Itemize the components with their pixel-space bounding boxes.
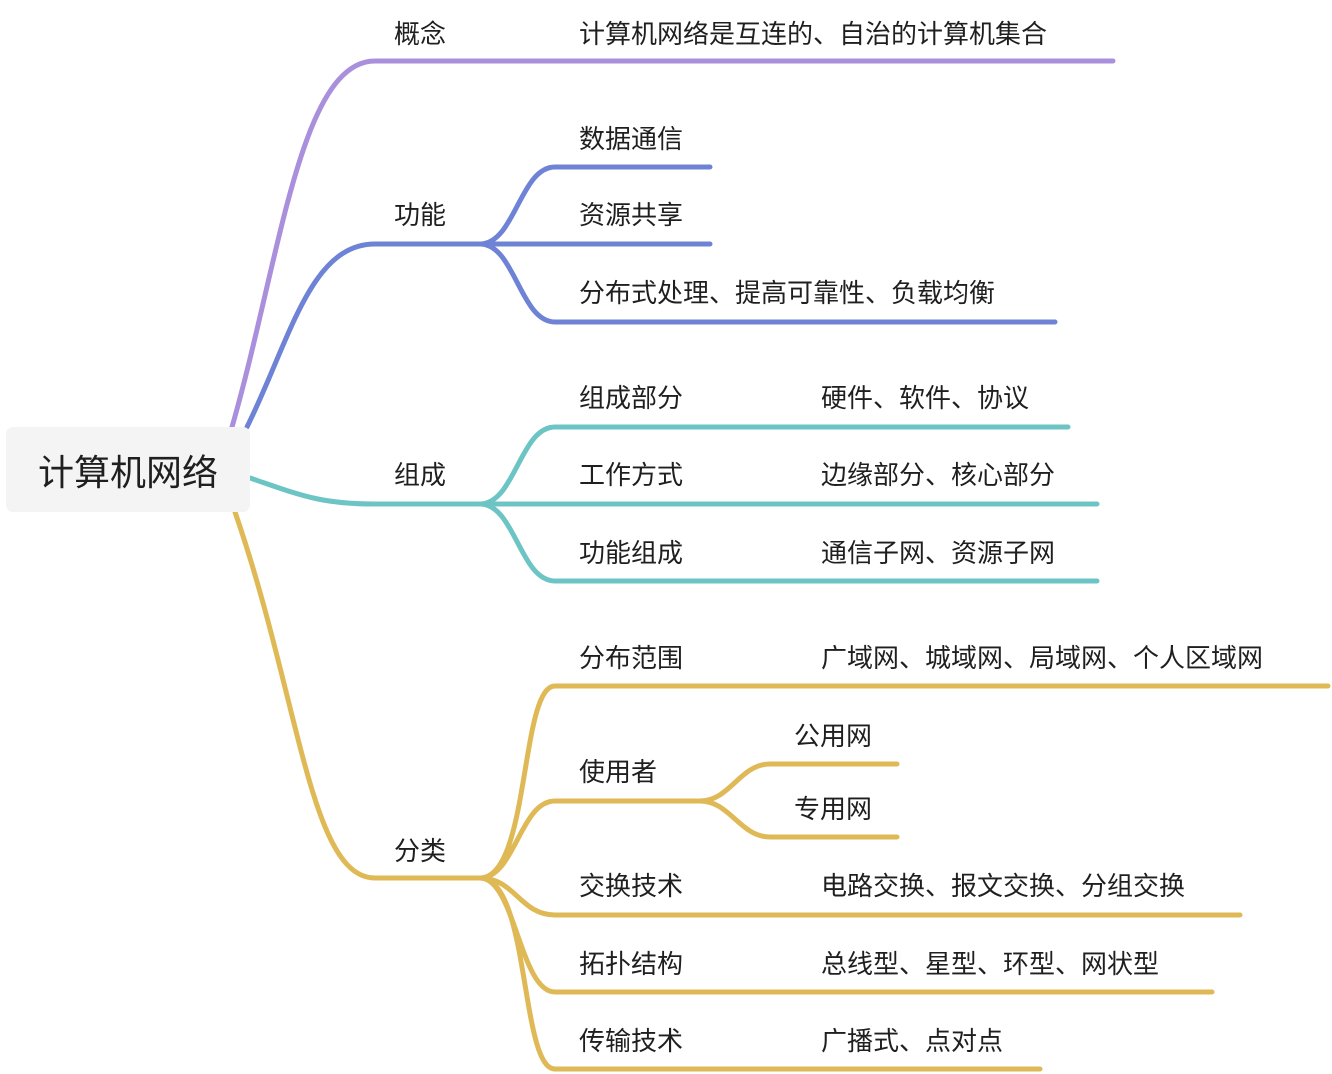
root-node[interactable] bbox=[6, 427, 250, 512]
connector-composition bbox=[247, 475, 483, 507]
classification-item-detail[interactable]: 总线型、星型、环型、网状型 bbox=[821, 950, 1160, 980]
root-node-label: 计算机网络 bbox=[37, 452, 218, 494]
concept-detail[interactable]: 计算机网络是互连的、自治的计算机集合 bbox=[579, 20, 1048, 50]
connector-classification-item-2 bbox=[477, 798, 703, 881]
function-item[interactable]: 数据通信 bbox=[579, 125, 684, 155]
classification-item-label[interactable]: 拓扑结构 bbox=[579, 950, 684, 980]
connector-user-child-1 bbox=[697, 761, 900, 804]
function-item[interactable]: 分布式处理、提高可靠性、负载均衡 bbox=[579, 279, 996, 309]
branch-composition-label[interactable]: 组成 bbox=[394, 461, 447, 491]
branch-concept-label[interactable]: 概念 bbox=[394, 20, 447, 50]
composition-item-detail[interactable]: 硬件、软件、协议 bbox=[821, 384, 1030, 414]
classification-item-detail[interactable]: 广域网、城域网、局域网、个人区域网 bbox=[821, 644, 1264, 674]
function-item[interactable]: 资源共享 bbox=[579, 201, 684, 231]
connector-concept bbox=[229, 58, 1116, 430]
classification-item-label[interactable]: 使用者 bbox=[579, 758, 658, 788]
user-child-item[interactable]: 公用网 bbox=[794, 722, 873, 752]
branch-classification-label[interactable]: 分类 bbox=[394, 837, 447, 867]
connector-function-item-3 bbox=[477, 241, 1058, 325]
composition-item-label[interactable]: 功能组成 bbox=[579, 539, 684, 569]
connector-user-child-2 bbox=[697, 798, 900, 840]
connector-classification-item-5 bbox=[477, 875, 1043, 1072]
classification-item-label[interactable]: 分布范围 bbox=[579, 644, 684, 674]
classification-item-label[interactable]: 交换技术 bbox=[579, 872, 684, 902]
branch-function-label[interactable]: 功能 bbox=[394, 201, 447, 231]
classification-item-detail[interactable]: 电路交换、报文交换、分组交换 bbox=[821, 872, 1186, 902]
composition-item-detail[interactable]: 通信子网、资源子网 bbox=[821, 539, 1056, 569]
classification-item-label[interactable]: 传输技术 bbox=[579, 1027, 684, 1057]
connector-function-item-1 bbox=[477, 164, 713, 247]
composition-item-label[interactable]: 工作方式 bbox=[579, 461, 684, 491]
user-child-item[interactable]: 专用网 bbox=[794, 795, 873, 825]
composition-item-label[interactable]: 组成部分 bbox=[579, 384, 684, 414]
connector-composition-item-1 bbox=[477, 424, 1071, 507]
classification-item-detail[interactable]: 广播式、点对点 bbox=[821, 1027, 1004, 1057]
composition-item-detail[interactable]: 边缘部分、核心部分 bbox=[821, 461, 1056, 491]
connector-composition-item-3 bbox=[477, 501, 1100, 584]
connector-classification bbox=[232, 509, 483, 881]
connector-function bbox=[244, 241, 483, 430]
